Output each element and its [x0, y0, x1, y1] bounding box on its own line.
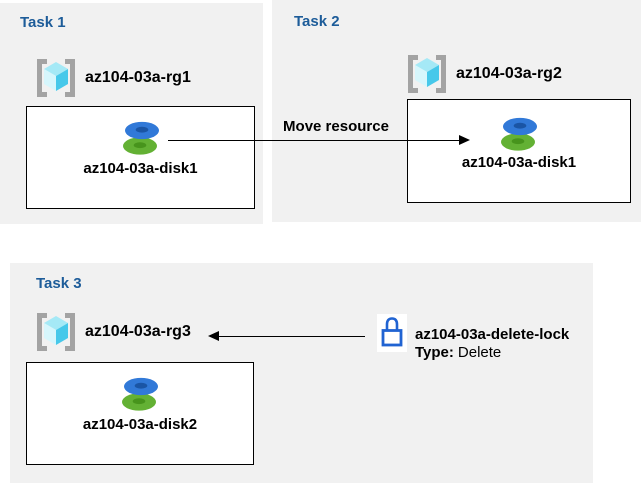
lock-name-label: az104-03a-delete-lock: [415, 326, 570, 343]
task1-resource-box: az104-03a-disk1: [26, 106, 255, 209]
resource-group-label: az104-03a-rg1: [85, 69, 191, 86]
task1-title: Task 1: [20, 14, 66, 31]
disk-icon: [501, 117, 537, 151]
task3-resource-box: az104-03a-disk2: [26, 362, 254, 465]
lock-arrow-line: [218, 335, 365, 337]
disk-icon: [122, 121, 159, 155]
resource-group-icon: [408, 55, 446, 93]
resource-group-label: az104-03a-rg2: [456, 65, 562, 82]
lock-arrowhead: [208, 330, 219, 341]
task1-resource-group: az104-03a-rg1: [33, 59, 191, 97]
lock-icon: [381, 317, 403, 347]
task3-title: Task 3: [36, 275, 82, 292]
task2-title: Task 2: [294, 13, 340, 30]
lock-type-key: Type:: [415, 344, 454, 361]
disk-label: az104-03a-disk2: [82, 416, 198, 433]
disk-label: az104-03a-disk1: [461, 154, 577, 171]
disk-icon: [122, 377, 158, 411]
resource-group-icon: [37, 313, 75, 351]
task2-resource-group: az104-03a-rg2: [404, 55, 562, 93]
task3-resource-group: az104-03a-rg3: [33, 313, 191, 351]
disk-label: az104-03a-disk1: [83, 160, 198, 177]
resource-group-label: az104-03a-rg3: [85, 323, 191, 340]
resource-group-icon: [37, 59, 75, 97]
lock-icon-container: [377, 314, 407, 352]
move-resource-label: Move resource: [283, 118, 389, 135]
lock-type-value: Delete: [457, 344, 502, 361]
move-resource-arrow-line: [168, 139, 460, 141]
task2-resource-box: az104-03a-disk1: [407, 99, 631, 203]
move-resource-arrowhead: [459, 134, 470, 145]
lock-type-label: Type:Delete: [415, 345, 501, 361]
